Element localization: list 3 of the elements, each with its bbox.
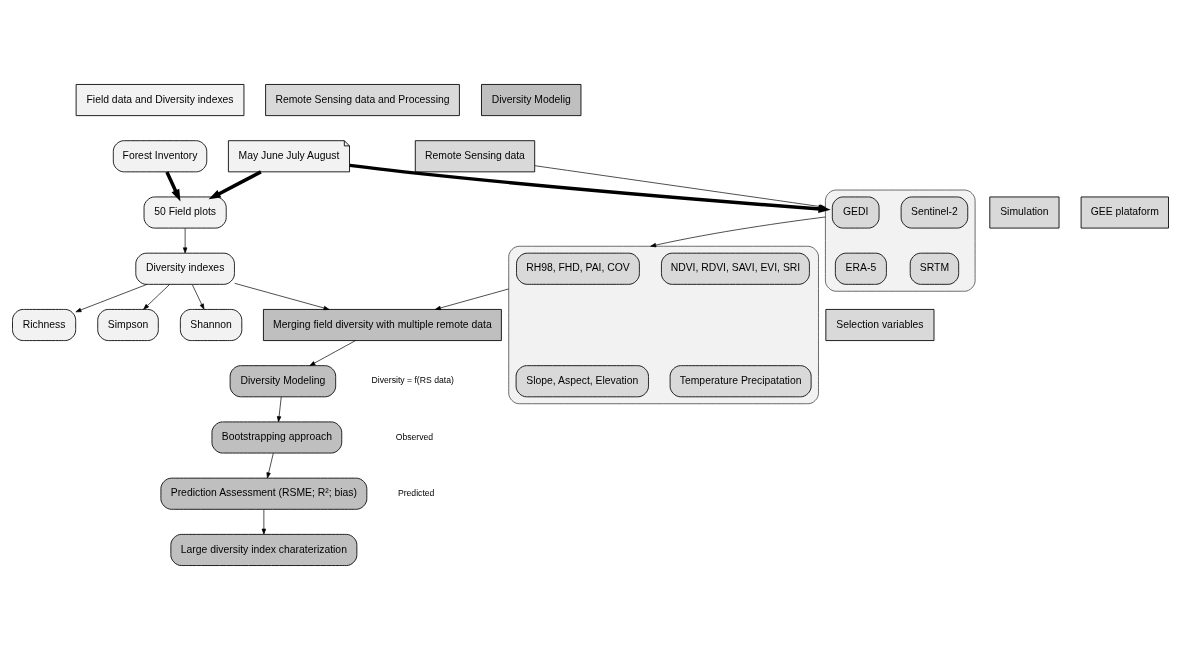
label: Predicted <box>397 487 435 498</box>
label: Observed <box>395 431 434 442</box>
label: Diversity = f(RS data) <box>371 374 454 385</box>
